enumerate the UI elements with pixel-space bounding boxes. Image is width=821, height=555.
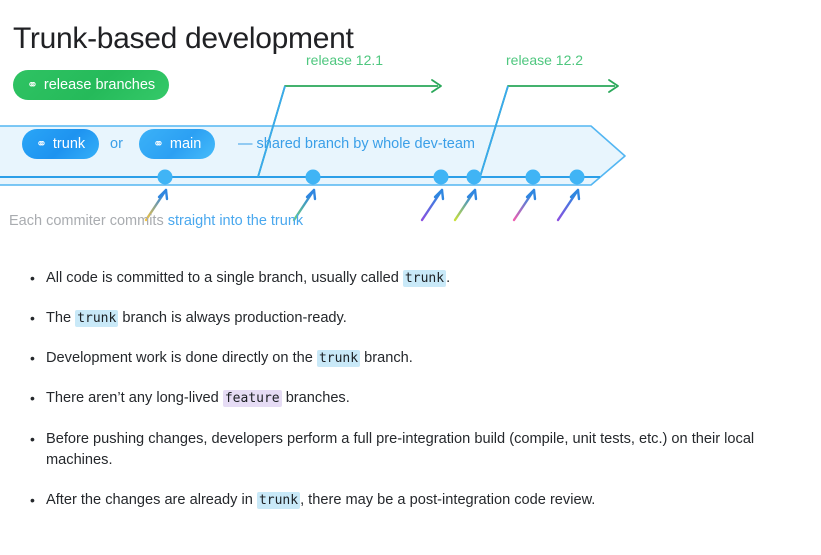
commit-arrow-head — [569, 188, 581, 201]
page-title: Trunk-based development — [13, 22, 354, 56]
commit-arrow-head — [305, 188, 317, 201]
trunk-pill[interactable]: ⚭ trunk — [22, 129, 100, 159]
commit-dot[interactable] — [157, 169, 173, 185]
main-pill-label: main — [169, 136, 202, 152]
bullet-item: Development work is done directly on the… — [28, 348, 798, 369]
release-label-2: release 12.2 — [506, 52, 584, 68]
bullet-list: All code is committed to a single branch… — [28, 268, 798, 530]
release-branch-1-arrowhead — [431, 79, 442, 93]
trunk-pill-label: trunk — [52, 136, 86, 152]
bullet-text: branches. — [281, 390, 350, 407]
release-label-1: release 12.1 — [306, 52, 384, 68]
bullet-text: branch. — [360, 350, 413, 367]
bullet-text: All code is committed to a single branch… — [46, 270, 403, 286]
inline-code-trunk: trunk — [256, 491, 301, 509]
bullet-item: After the changes are already in trunk, … — [28, 490, 798, 511]
inline-code-trunk: trunk — [316, 350, 361, 368]
release-branch-2-arrowhead — [608, 79, 619, 93]
shared-branch-label: — shared branch by whole dev-team — [238, 136, 475, 152]
commit-dot[interactable] — [466, 169, 482, 185]
release-branches-pill[interactable]: ⚭ release branches — [13, 70, 170, 100]
bullet-item: All code is committed to a single branch… — [28, 268, 798, 289]
caption-grey-text: Each commiter commits — [9, 213, 168, 229]
git-branch-icon: ⚭ — [153, 135, 164, 151]
inline-code-trunk: trunk — [75, 310, 119, 328]
git-branch-icon: ⚭ — [36, 135, 47, 151]
commit-arrow-head — [433, 188, 445, 201]
bullet-text: branch is always production-ready. — [118, 310, 347, 327]
inline-code-trunk: trunk — [402, 270, 447, 287]
or-label: or — [110, 136, 123, 152]
commit-arrow-head — [157, 188, 169, 201]
trunk-based-development-diagram: release 12.1 release 12.2 ⚭ release bran… — [0, 44, 821, 244]
bullet-text: Before pushing changes, developers perfo… — [46, 430, 755, 468]
commit-dot[interactable] — [305, 169, 321, 185]
release-branch-2-fork — [479, 85, 509, 178]
git-branch-icon: ⚭ — [27, 76, 38, 92]
bullet-text: . — [446, 270, 451, 286]
release-branch-1-fork — [257, 85, 286, 178]
commit-dot[interactable] — [525, 169, 541, 185]
trunk-band-outline — [0, 125, 626, 186]
commit-arrow-head — [525, 188, 537, 201]
bullet-text: After the changes are already in — [46, 491, 257, 508]
bullet-item: There aren’t any long-lived feature bran… — [28, 388, 798, 409]
bullet-item: The trunk branch is always production-re… — [28, 308, 798, 329]
main-pill[interactable]: ⚭ main — [139, 129, 216, 159]
bullet-item: Before pushing changes, developers perfo… — [28, 429, 798, 471]
commit-dot[interactable] — [433, 169, 449, 185]
caption-blue-text: straight into the trunk — [167, 213, 304, 229]
bullet-text: There aren’t any long-lived — [46, 390, 223, 407]
commit-dot[interactable] — [569, 169, 585, 185]
bullet-text: , there may be a post-integration code r… — [300, 491, 596, 508]
commit-caption: Each commiter commits straight into the … — [9, 213, 303, 229]
commit-arrow-head — [466, 188, 478, 201]
bullet-text: Development work is done directly on the — [46, 350, 317, 367]
inline-code-feature: feature — [222, 390, 282, 408]
release-branches-pill-label: release branches — [43, 77, 156, 93]
bullet-text: The — [46, 310, 76, 327]
